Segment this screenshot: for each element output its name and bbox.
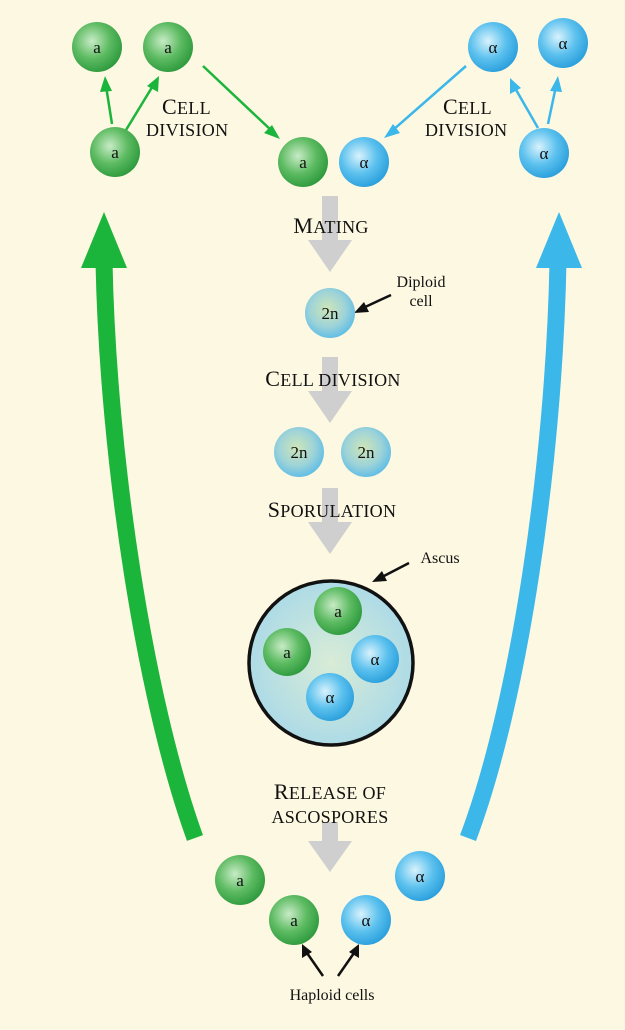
green-return-arrowhead <box>81 212 127 268</box>
svg-text:α: α <box>362 911 371 930</box>
cell-a: a <box>215 855 265 905</box>
ascospore-a: a <box>314 587 362 635</box>
sporulation-arrow <box>308 488 352 554</box>
svg-text:2n: 2n <box>358 443 376 462</box>
ascospore-alpha: α <box>351 635 399 683</box>
arrowhead <box>550 76 562 92</box>
svg-text:α: α <box>559 34 568 53</box>
left-division-arrows <box>104 65 273 132</box>
cell-a: a <box>143 22 193 72</box>
right-division-arrows <box>392 65 558 131</box>
diploid-label-line2: cell <box>409 293 433 310</box>
svg-text:a: a <box>164 38 172 57</box>
cell-division-label-mid: CELL DIVISION <box>265 366 400 391</box>
svg-text:a: a <box>290 911 298 930</box>
cell-alpha: α <box>538 18 588 68</box>
cell-a: a <box>278 137 328 187</box>
svg-text:a: a <box>283 643 291 662</box>
cell-division-label-right: CELL <box>443 94 492 119</box>
release-label-line2: ASCOSPORES <box>271 807 388 827</box>
gray-process-arrows <box>308 196 352 872</box>
arrowhead <box>264 125 280 139</box>
svg-text:α: α <box>326 688 335 707</box>
cell-a: a <box>269 895 319 945</box>
cell-diploid: 2n <box>305 288 355 338</box>
blue-return-arrow <box>460 261 567 841</box>
cell-division-label-left-line2: DIVISION <box>146 120 228 140</box>
release-arrow <box>308 822 352 872</box>
svg-text:a: a <box>299 153 307 172</box>
ascospore-a: a <box>263 628 311 676</box>
cell-division-arrow <box>308 357 352 423</box>
ascus <box>247 579 415 747</box>
svg-text:α: α <box>360 153 369 172</box>
svg-text:α: α <box>540 144 549 163</box>
svg-text:α: α <box>416 867 425 886</box>
svg-text:α: α <box>489 38 498 57</box>
cell-division-label-left: CELL <box>162 94 211 119</box>
cell-alpha: α <box>339 137 389 187</box>
cell-diploid: 2n <box>341 427 391 477</box>
cell-a: a <box>90 127 140 177</box>
blue-return-arrowhead <box>536 212 582 268</box>
mating-arrow <box>308 196 352 272</box>
cell-diploid: 2n <box>274 427 324 477</box>
release-label: RELEASE OF <box>274 779 386 804</box>
arrowhead <box>384 124 400 138</box>
pointer-arrows <box>302 293 410 977</box>
haploid-cells-label: Haploid cells <box>290 987 375 1004</box>
svg-text:α: α <box>371 650 380 669</box>
svg-text:2n: 2n <box>291 443 309 462</box>
cell-a: a <box>72 22 122 72</box>
svg-text:a: a <box>111 143 119 162</box>
cell-division-label-right-line2: DIVISION <box>425 120 507 140</box>
mating-label: MATING <box>293 213 368 238</box>
ascospore-alpha: α <box>306 673 354 721</box>
cell-alpha: α <box>341 895 391 945</box>
arrowhead <box>147 76 159 92</box>
arrowhead <box>100 76 112 92</box>
svg-text:a: a <box>236 871 244 890</box>
svg-text:a: a <box>93 38 101 57</box>
ascus-label: Ascus <box>420 550 459 567</box>
green-return-arrow <box>95 261 203 841</box>
svg-text:2n: 2n <box>322 304 340 323</box>
svg-text:a: a <box>334 602 342 621</box>
cell-alpha: α <box>468 22 518 72</box>
cell-alpha: α <box>519 128 569 178</box>
arrowhead <box>510 78 521 94</box>
diploid-label: Diploid <box>397 274 446 291</box>
sporulation-label: SPORULATION <box>268 497 397 522</box>
cell-alpha: α <box>395 851 445 901</box>
